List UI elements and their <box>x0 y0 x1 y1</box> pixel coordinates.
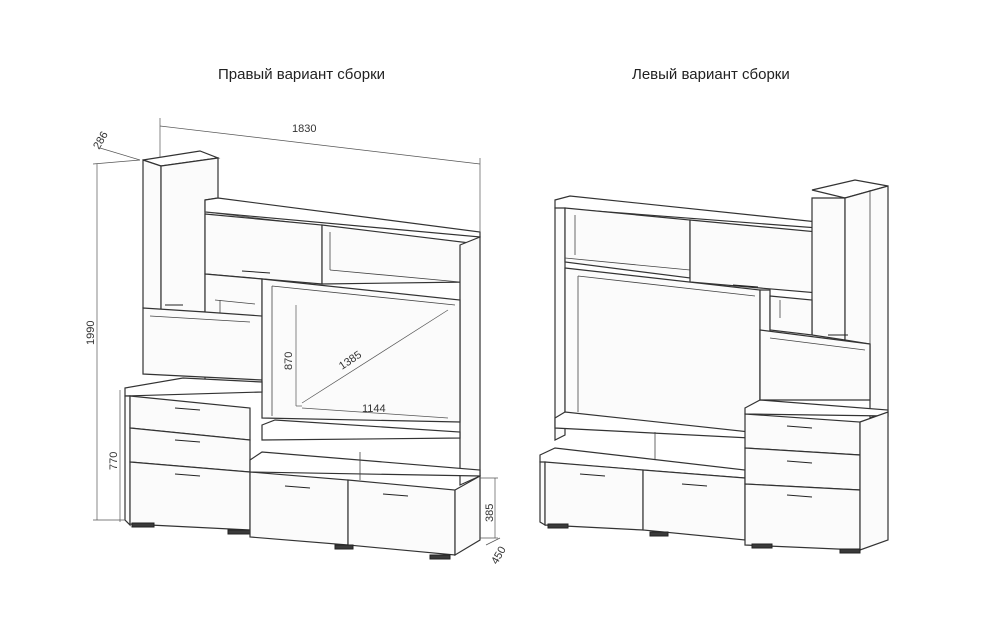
right-variant-drawing <box>92 118 501 560</box>
left-variant-drawing <box>539 179 889 554</box>
dim-base-height-label: 385 <box>484 504 496 522</box>
title-right-variant: Правый вариант сборки <box>218 66 386 83</box>
dim-tv-width-label: 1144 <box>362 403 386 415</box>
dim-base-depth-label: 450 <box>489 545 509 567</box>
dim-height-label: 1990 <box>85 321 97 345</box>
dim-depth-top-label: 286 <box>91 130 111 152</box>
dim-lower-height-label: 770 <box>108 452 120 470</box>
dim-tv-height-label: 870 <box>283 352 295 370</box>
title-left-variant: Левый вариант сборки <box>632 66 790 83</box>
dim-width-label: 1830 <box>292 123 316 135</box>
